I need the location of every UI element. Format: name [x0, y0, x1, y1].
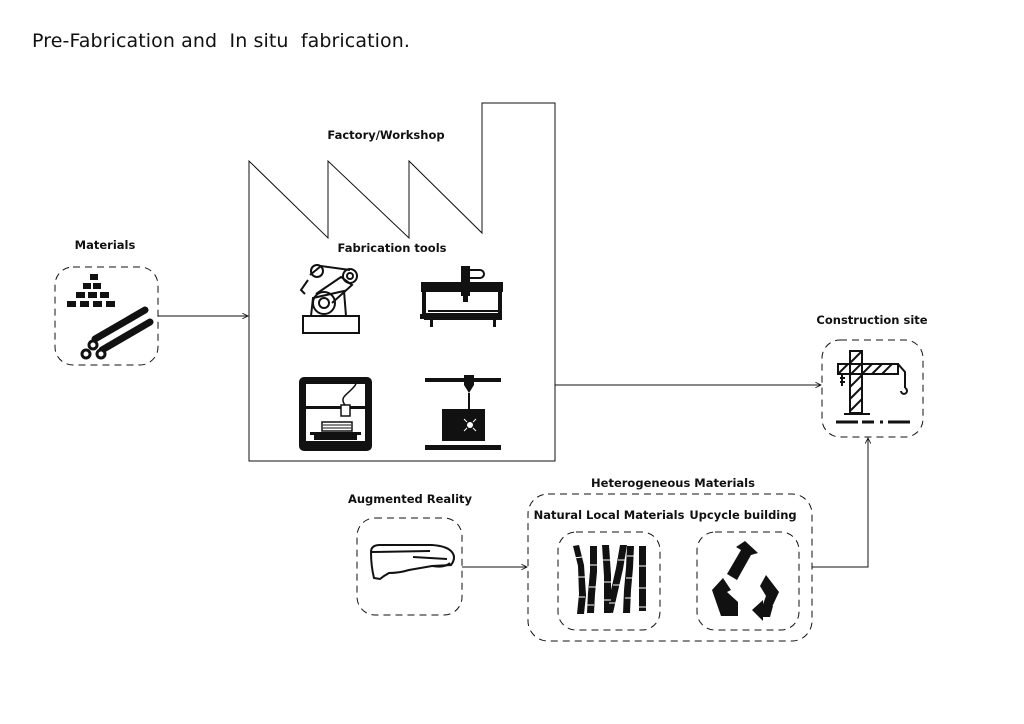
recycle-icon [712, 541, 779, 621]
natural-local-materials-box [557, 531, 661, 631]
factory-label: Factory/Workshop [327, 128, 445, 142]
bricks-and-pipes-icon [67, 274, 154, 360]
cnc-router-icon [420, 266, 503, 327]
ar-headset-icon [369, 544, 455, 581]
upcycle-building-label: Upcycle building [689, 508, 797, 522]
page-title: Pre-Fabrication and In situ fabrication. [32, 30, 411, 52]
fabrication-tools-label: Fabrication tools [337, 241, 447, 255]
construction-site-box [821, 339, 924, 438]
construction-site-label: Construction site [816, 313, 928, 327]
upcycle-building-box [696, 531, 800, 631]
factory-outline [248, 102, 556, 462]
robotic-arm-icon [299, 264, 360, 334]
tower-crane-icon [836, 350, 910, 424]
bamboo-icon [573, 545, 646, 614]
natural-local-materials-label: Natural Local Materials [533, 508, 685, 522]
edge-heterogeneous-to-construction [812, 438, 868, 568]
extruder-printer-icon [425, 375, 501, 450]
heterogeneous-materials-box [527, 493, 813, 642]
augmented-reality-label: Augmented Reality [347, 492, 473, 506]
heterogeneous-materials-label: Heterogeneous Materials [591, 476, 755, 490]
materials-label: Materials [74, 238, 136, 252]
3d-printer-icon [299, 377, 372, 451]
augmented-reality-box [356, 517, 463, 616]
